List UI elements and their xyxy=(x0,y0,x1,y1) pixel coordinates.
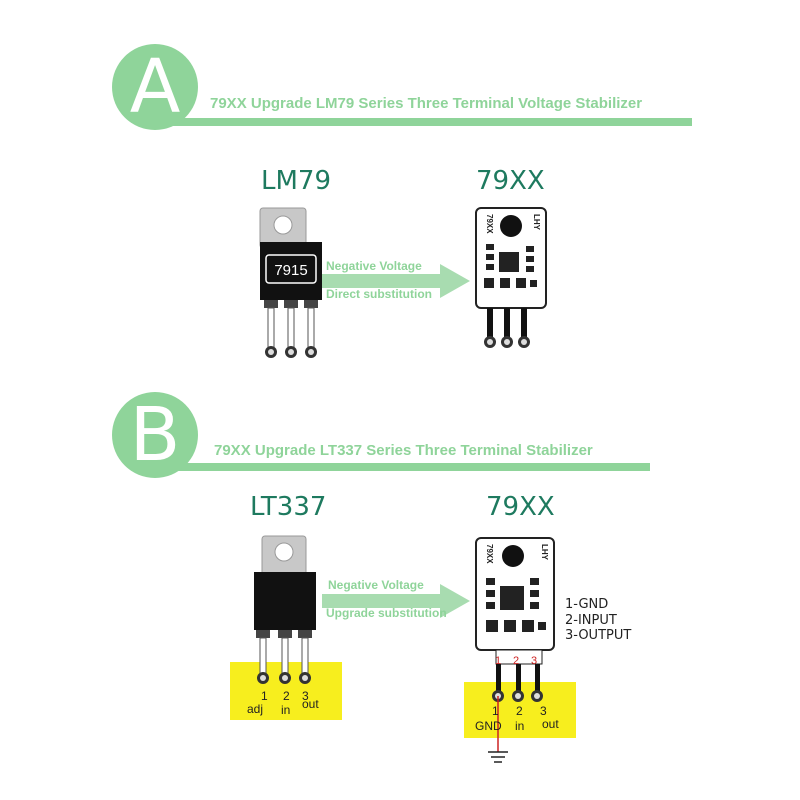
module-header-pin-1-number: 1 xyxy=(495,655,502,667)
pin-legend-item-input: 2-INPUT xyxy=(565,612,617,628)
section-b-rule xyxy=(150,463,650,471)
section-a-module-label-left: 79XX xyxy=(485,214,494,234)
section-a-badge: A xyxy=(112,44,198,130)
section-b-right-part-name: 79XX xyxy=(486,492,555,522)
section-b-arrow-line1: Negative Voltage xyxy=(328,578,424,592)
lt337-pin-3-number: 3 xyxy=(302,689,309,703)
section-b-title: 79XX Upgrade LT337 Series Three Terminal… xyxy=(214,442,593,459)
module-header-pin-2-number: 2 xyxy=(513,655,520,667)
section-a-left-part-name: LM79 xyxy=(261,166,332,196)
module-pin-1-name: GND xyxy=(475,719,502,733)
lm79-regulator-icon: 7915 xyxy=(259,207,322,358)
section-a-module-label-right: LHY xyxy=(532,214,541,231)
section-a-title: 79XX Upgrade LM79 Series Three Terminal … xyxy=(210,95,643,112)
lm79-chip-marking: 7915 xyxy=(274,262,307,279)
section-b-badge: B xyxy=(112,392,198,478)
section-b-letter: B xyxy=(129,392,181,478)
lt337-regulator-icon xyxy=(254,535,316,684)
section-b-module-label-right: LHY xyxy=(540,544,549,561)
module-pin-2-number: 2 xyxy=(516,704,523,718)
section-a-arrow-icon xyxy=(322,264,470,298)
module-pin-2-name: in xyxy=(515,719,525,733)
module-pin-3-number: 3 xyxy=(540,704,547,718)
module-header-pin-3-number: 3 xyxy=(531,655,538,667)
module-pin-1-number: 1 xyxy=(492,704,499,718)
section-b-arrow-icon xyxy=(322,584,470,618)
pin-legend-item-gnd: 1-GND xyxy=(565,597,609,612)
section-b-79xx-module-icon: 79XX LHY xyxy=(475,537,555,763)
section-a-rule xyxy=(150,118,692,126)
section-a-right-part-name: 79XX xyxy=(476,166,545,196)
pin-legend-item-output: 3-OUTPUT xyxy=(565,628,632,643)
lt337-pin-3-name: out xyxy=(302,697,319,711)
lt337-pin-2-number: 2 xyxy=(283,689,290,703)
section-b-module-label-left: 79XX xyxy=(485,544,494,564)
lt337-pin-2-name: in xyxy=(281,703,291,717)
section-a-arrow-line2: Direct substitution xyxy=(326,287,433,301)
section-a-arrow-line1: Negative Voltage xyxy=(326,259,422,273)
section-b-left-part-name: LT337 xyxy=(250,492,327,522)
lt337-pin-1-name: adj xyxy=(247,702,264,716)
pin-legend: 1-GND 2-INPUT 3-OUTPUT xyxy=(565,597,631,644)
section-b-arrow-line2: Upgrade substitution xyxy=(326,606,447,620)
lt337-pin-1-number: 1 xyxy=(261,689,268,703)
section-a-letter: A xyxy=(129,44,181,130)
section-a-79xx-module-icon: 79XX LHY xyxy=(475,207,547,348)
module-pin-3-name: out xyxy=(542,717,559,731)
